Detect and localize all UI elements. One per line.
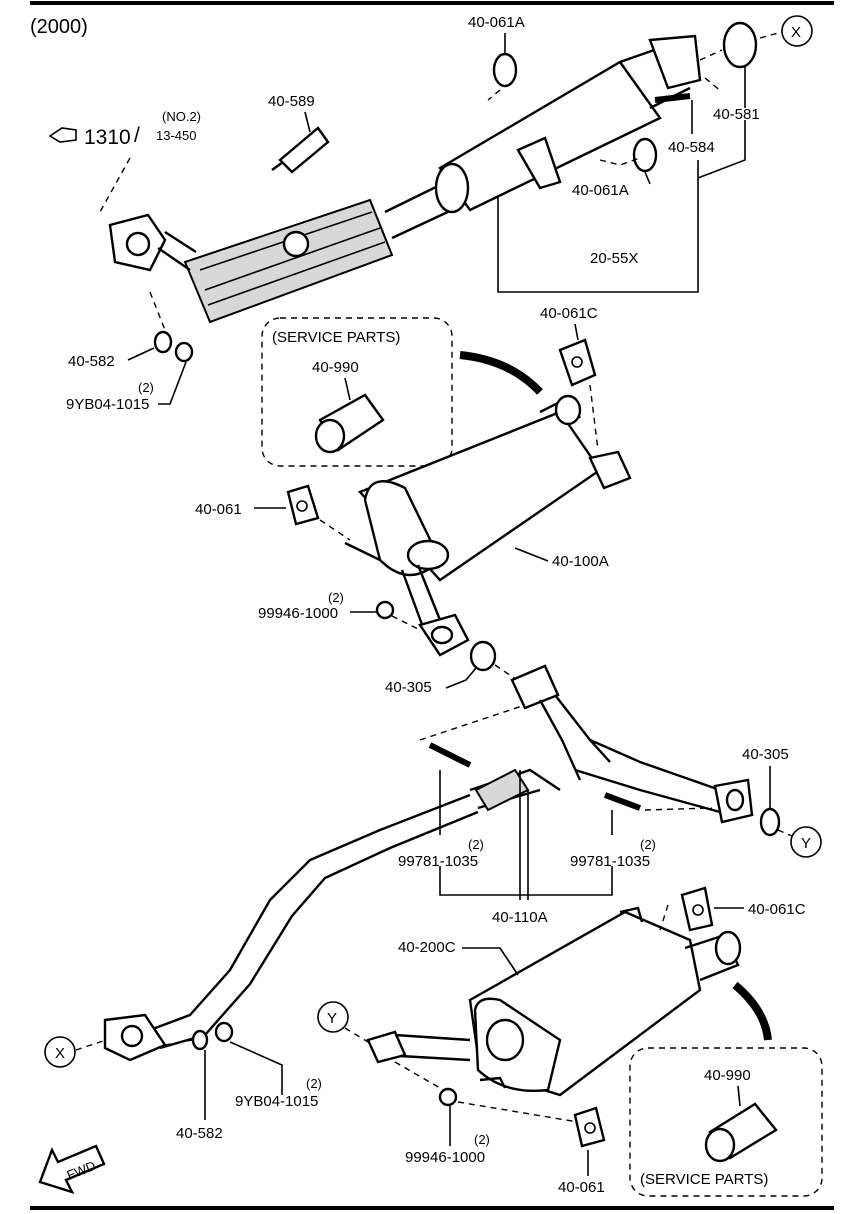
rear-muffler	[366, 906, 742, 1097]
label-40-100A: 40-100A	[552, 553, 609, 570]
marker-x-top-label: X	[791, 24, 801, 41]
front-pipe-assembly	[108, 34, 702, 324]
qty-99781-left: (2)	[468, 837, 484, 852]
label-40-582-bot: 40-582	[176, 1125, 223, 1142]
reference-note: (NO.2)	[162, 109, 201, 124]
label-9YB04-top: 9YB04-1015	[66, 396, 149, 413]
qty-9YB04-top: (2)	[138, 380, 154, 395]
service-parts-box-bot: 40-990 (SERVICE PARTS)	[629, 1047, 823, 1197]
nut-9YB04-top	[174, 341, 194, 363]
label-9YB04-bot: 9YB04-1015	[235, 1093, 318, 1110]
label-40-305-left: 40-305	[385, 679, 432, 696]
spring-40-582-top	[153, 330, 173, 354]
label-40-589: 40-589	[268, 93, 315, 110]
center-muffler	[357, 394, 632, 657]
rubber-mount-top	[492, 52, 518, 88]
marker-x-bottom-label: X	[55, 1045, 65, 1062]
nut-99946-bot	[438, 1087, 458, 1107]
reference-main: 1310	[84, 126, 131, 149]
rubber-mount-mid	[632, 137, 658, 173]
hanger-40-061C-top	[558, 338, 597, 387]
hanger-40-061C-bot	[680, 886, 714, 932]
hand-pointer-icon	[48, 127, 77, 143]
label-40-990-top: 40-990	[312, 359, 359, 376]
label-20-55X: 20-55X	[590, 250, 638, 267]
qty-99781-right: (2)	[640, 837, 656, 852]
qty-9YB04-bot: (2)	[306, 1076, 322, 1091]
label-40-582-top: 40-582	[68, 353, 115, 370]
label-40-061A-top: 40-061A	[468, 14, 525, 31]
marker-y-right	[790, 826, 822, 858]
marker-y-left	[317, 1001, 349, 1033]
label-40-061C-top: 40-061C	[540, 305, 598, 322]
label-40-200C: 40-200C	[398, 939, 456, 956]
gasket-40-305-right	[759, 807, 781, 837]
rubber-40-061-bot	[573, 1106, 606, 1148]
bolt-99781-left	[428, 742, 472, 768]
label-40-990-bot: 40-990	[704, 1067, 751, 1084]
forward-arrow-icon: FWD	[38, 1144, 106, 1194]
service-parts-label-bot: (SERVICE PARTS)	[640, 1171, 768, 1188]
marker-y-right-label: Y	[801, 835, 811, 852]
label-40-305-right: 40-305	[742, 746, 789, 763]
marker-x-bottom	[44, 1036, 76, 1068]
label-40-584: 40-584	[668, 139, 715, 156]
reference-slash: /	[134, 124, 140, 147]
service-parts-box-top: (SERVICE PARTS) 40-990	[261, 317, 453, 467]
bolt-99781-right	[603, 792, 642, 811]
nut-99946-top	[375, 600, 395, 620]
rubber-40-061-mid	[286, 484, 320, 526]
label-99781-left: 99781-1035	[398, 853, 478, 870]
label-99946-bot: 99946-1000	[405, 1149, 485, 1166]
label-40-110A: 40-110A	[492, 909, 548, 926]
gasket-40-305-left	[469, 640, 497, 672]
label-40-061C-bot: 40-061C	[748, 901, 806, 918]
service-parts-label-top: (SERVICE PARTS)	[272, 329, 400, 346]
gasket-ring-x	[722, 21, 758, 69]
label-40-061-mid: 40-061	[195, 501, 242, 518]
label-99946-top: 99946-1000	[258, 605, 338, 622]
arrow-service-bot	[732, 981, 772, 1041]
spring-40-582-bot	[191, 1029, 209, 1051]
nut-9YB04-bot	[214, 1021, 234, 1043]
qty-99946-top: (2)	[328, 590, 344, 605]
reference-sub: 13-450	[156, 128, 196, 143]
label-99781-right: 99781-1035	[570, 853, 650, 870]
label-40-581: 40-581	[713, 106, 760, 123]
bolt-40-584	[654, 93, 691, 103]
intermediate-pipe	[103, 664, 754, 1062]
label-40-061A-mid: 40-061A	[572, 182, 629, 199]
reference-callout: 1310 / 13-450 (NO.2)	[48, 109, 201, 213]
arrow-service-top	[459, 351, 543, 395]
label-40-061-bot: 40-061	[558, 1179, 605, 1196]
year-label: (2000)	[30, 16, 88, 38]
sealant-tube	[271, 126, 330, 174]
qty-99946-bot: (2)	[474, 1132, 490, 1147]
marker-y-left-label: Y	[327, 1010, 337, 1027]
marker-x-top	[781, 15, 813, 47]
